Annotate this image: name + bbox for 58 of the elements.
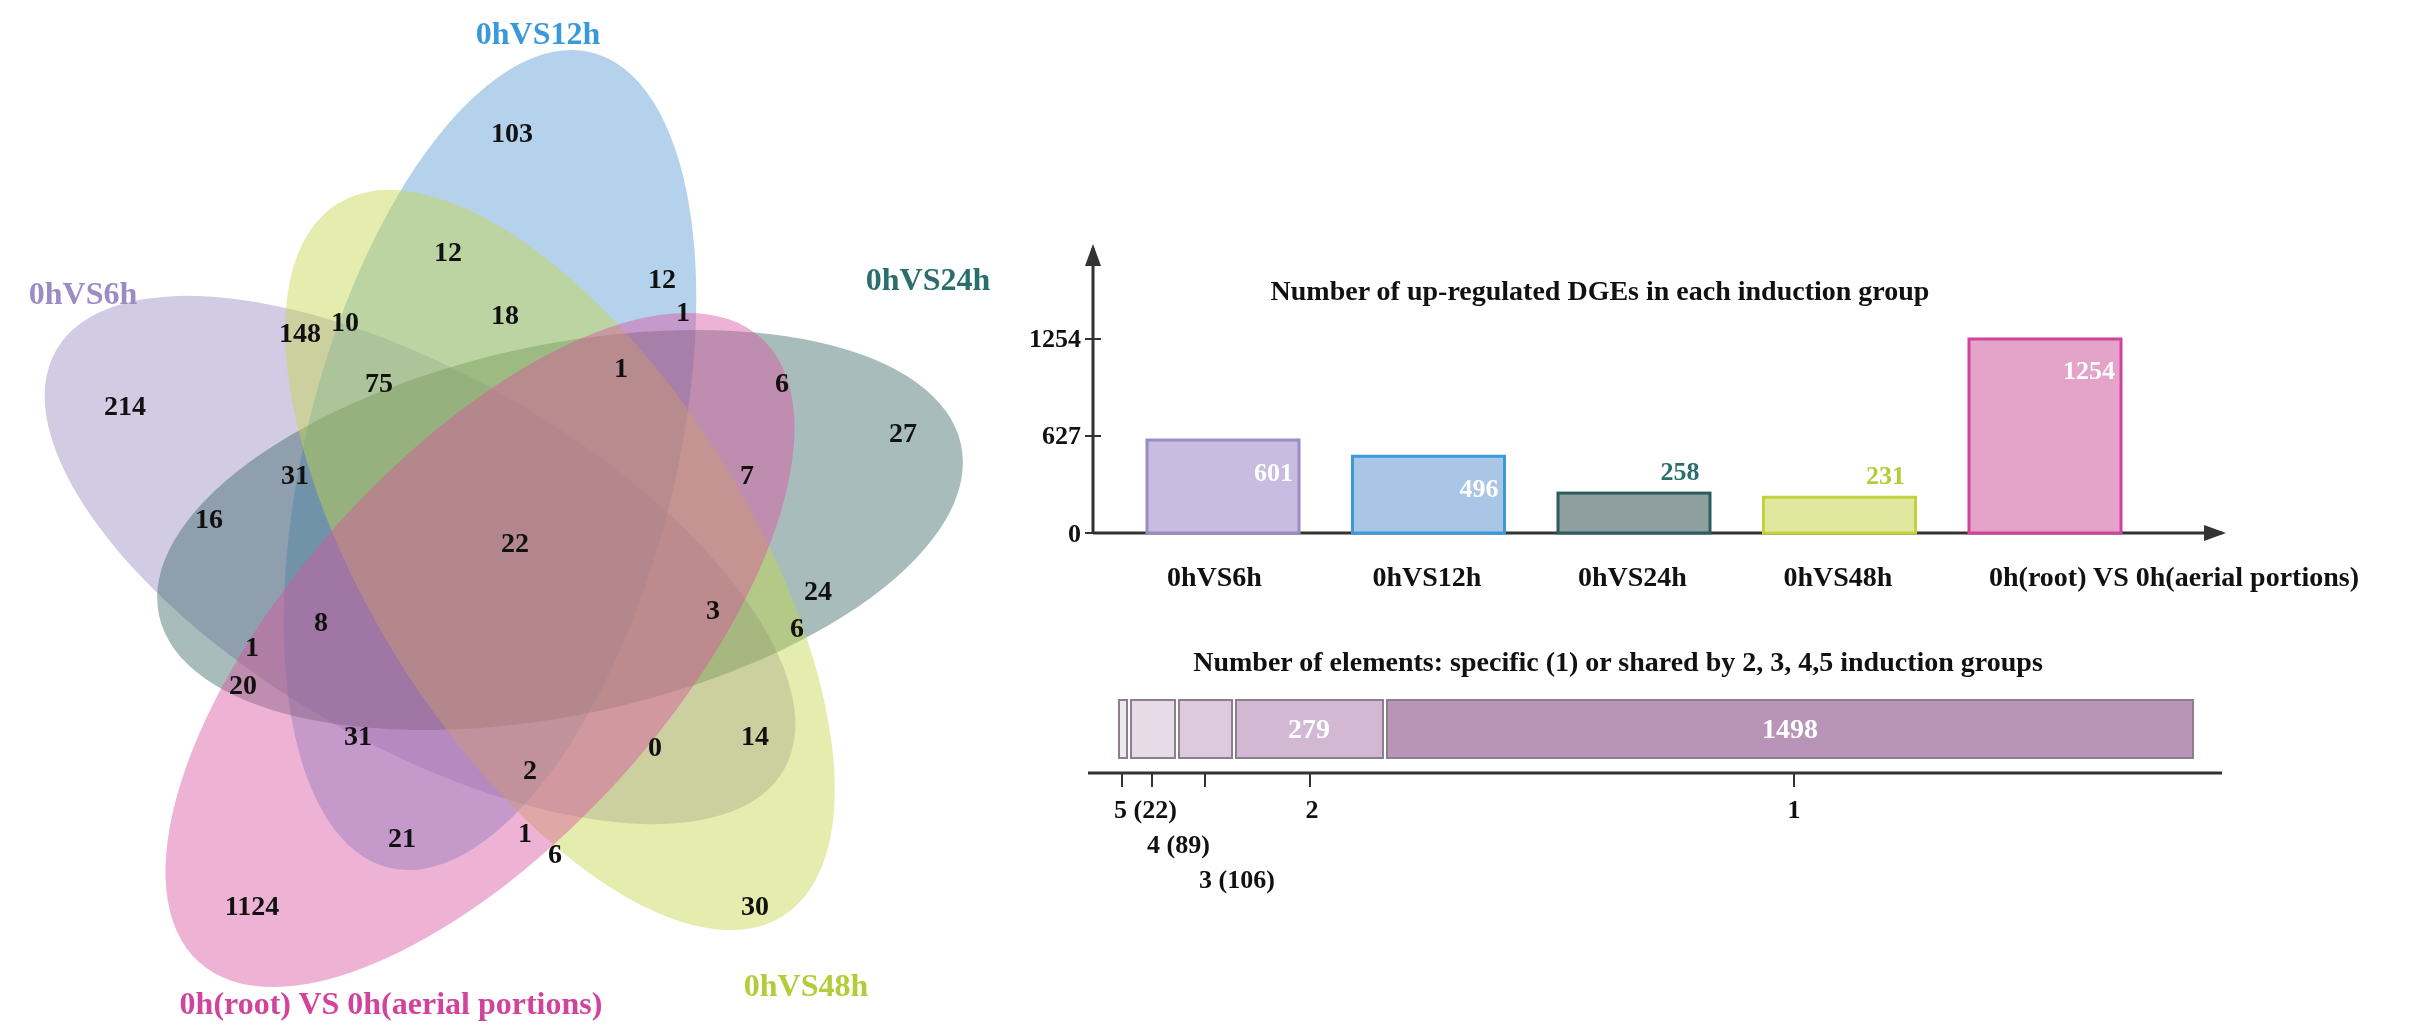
region-count: 6 bbox=[775, 367, 789, 399]
region-count: 3 bbox=[706, 594, 720, 626]
tick-label: 627 bbox=[1042, 421, 1081, 451]
category-label: 0hVS6h bbox=[1167, 560, 1262, 592]
tick-label: 5 (22) bbox=[1114, 795, 1177, 825]
region-count: 1 bbox=[676, 296, 690, 328]
category-label: 0hVS12h bbox=[1372, 560, 1482, 592]
region-count: 10 bbox=[331, 306, 359, 338]
region-count: 18 bbox=[491, 299, 519, 331]
region-count: 75 bbox=[365, 367, 393, 399]
value-label: 258 bbox=[1660, 456, 1700, 486]
region-count: 214 bbox=[104, 390, 146, 422]
set-label: 0hVS24h bbox=[865, 260, 991, 298]
region-count: 103 bbox=[491, 117, 533, 149]
set-label: 0hVS6h bbox=[28, 274, 138, 312]
tick-label: 2 bbox=[1305, 795, 1319, 825]
tick-label: 1254 bbox=[1029, 324, 1081, 354]
region-count: 22 bbox=[501, 527, 529, 559]
region-count: 6 bbox=[548, 838, 562, 870]
region-count: 12 bbox=[648, 263, 676, 295]
region-count: 1124 bbox=[224, 890, 280, 922]
segment-value: 1498 bbox=[1762, 713, 1818, 745]
region-count: 12 bbox=[434, 236, 462, 268]
region-count: 1 bbox=[518, 817, 532, 849]
region-count: 16 bbox=[195, 503, 223, 535]
region-count: 30 bbox=[741, 890, 769, 922]
value-label: 601 bbox=[1254, 457, 1293, 487]
category-label: 0h(root) VS 0h(aerial portions) bbox=[1989, 560, 2359, 592]
region-count: 27 bbox=[889, 417, 917, 449]
region-count: 8 bbox=[314, 606, 328, 638]
region-count: 148 bbox=[279, 317, 321, 349]
category-label: 0hVS24h bbox=[1578, 560, 1687, 592]
tick-label: 0 bbox=[1068, 518, 1081, 548]
region-count: 31 bbox=[281, 459, 309, 491]
region-count: 7 bbox=[740, 459, 754, 491]
set-label: 0hVS12h bbox=[475, 14, 601, 52]
value-label: 231 bbox=[1866, 460, 1905, 490]
tick-label: 4 (89) bbox=[1147, 830, 1210, 860]
region-count: 2 bbox=[523, 754, 537, 786]
region-count: 31 bbox=[344, 720, 372, 752]
segment-value: 279 bbox=[1288, 713, 1330, 745]
value-label: 496 bbox=[1459, 473, 1499, 503]
region-count: 0 bbox=[648, 731, 662, 763]
chart-title: Number of elements: specific (1) or shared by 2, 3, 4,5 induction groups bbox=[1193, 646, 2043, 678]
set-label: 0h(root) VS 0h(aerial portions) bbox=[179, 984, 603, 1022]
region-count: 1 bbox=[245, 631, 259, 663]
chart-title: Number of up-regulated DGEs in each induction group bbox=[1270, 274, 1930, 306]
region-count: 14 bbox=[741, 720, 769, 752]
region-count: 24 bbox=[804, 575, 832, 607]
region-count: 21 bbox=[388, 822, 416, 854]
region-count: 6 bbox=[790, 612, 804, 644]
tick-label: 3 (106) bbox=[1199, 865, 1275, 895]
category-label: 0hVS48h bbox=[1783, 560, 1893, 592]
tick-label: 1 bbox=[1787, 795, 1801, 825]
region-count: 20 bbox=[229, 669, 257, 701]
set-label: 0hVS48h bbox=[743, 966, 869, 1004]
region-count: 1 bbox=[614, 352, 628, 384]
value-label: 1254 bbox=[2063, 356, 2115, 386]
